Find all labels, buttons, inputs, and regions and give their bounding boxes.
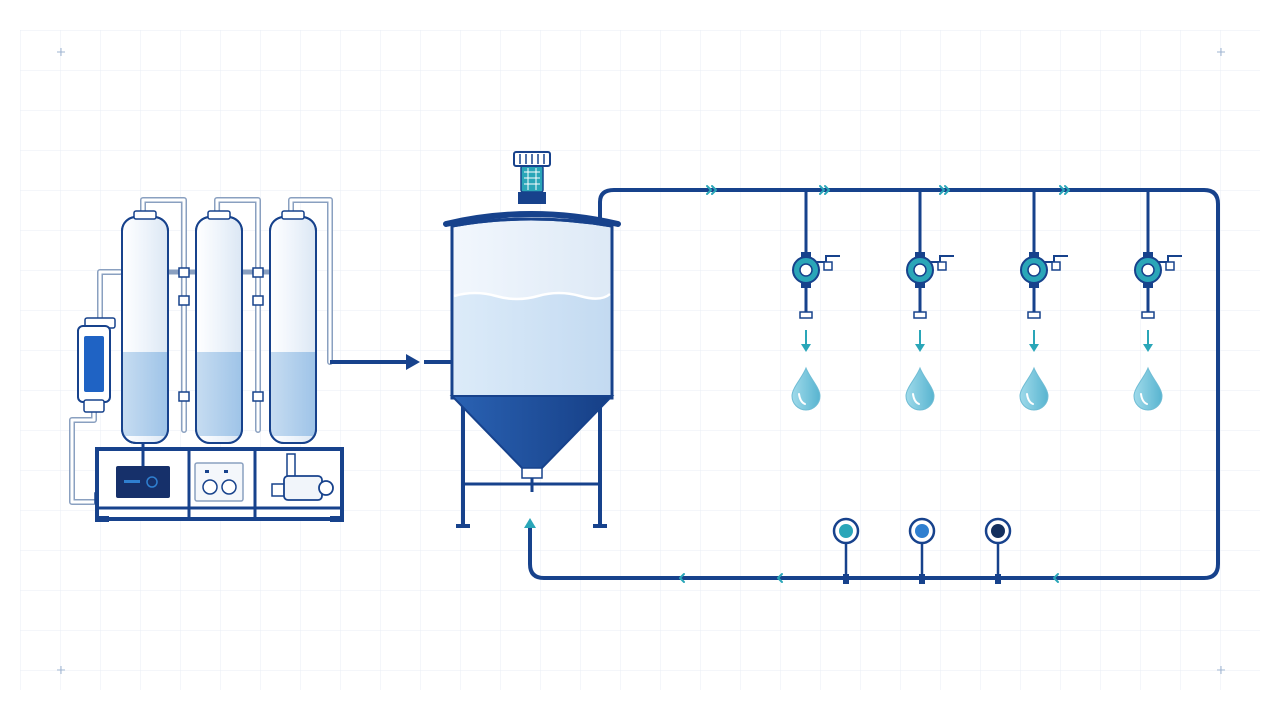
flow-arrows-return xyxy=(679,573,1059,583)
pretreatment-skid xyxy=(69,197,344,522)
gauge-icon xyxy=(908,517,936,584)
dispense-point xyxy=(1019,190,1068,411)
dispense-points xyxy=(791,190,1182,411)
arrow-icon xyxy=(1029,330,1039,352)
arrow-icon xyxy=(915,330,925,352)
arrow-icon xyxy=(706,185,717,195)
dispense-point xyxy=(905,190,954,411)
outlet-nozzle xyxy=(1141,311,1155,319)
dispense-point xyxy=(1133,190,1182,411)
arrow-icon xyxy=(406,354,420,370)
cartridge-filter-icon xyxy=(77,317,116,413)
loop-sensors xyxy=(832,517,1012,584)
outlet-nozzle xyxy=(1027,311,1041,319)
storage-tank xyxy=(443,211,621,528)
valve-icon xyxy=(792,252,840,288)
arrow-icon xyxy=(1053,573,1059,583)
valve-icon xyxy=(1020,252,1068,288)
arrow-icon xyxy=(777,573,783,583)
dispense-point xyxy=(791,190,840,411)
tank-water xyxy=(454,293,610,396)
arrow-icon xyxy=(801,330,811,352)
outlet-nozzle xyxy=(913,311,927,319)
uv-unit-icon xyxy=(513,151,551,204)
arrow-icon xyxy=(679,573,685,583)
arrow-icon xyxy=(939,185,950,195)
filter-column-icon xyxy=(269,210,317,444)
control-panel xyxy=(116,466,170,498)
skid-piping xyxy=(69,197,333,505)
outlet-nozzle xyxy=(799,311,813,319)
feed-line xyxy=(330,354,455,370)
water-drop-icon xyxy=(791,366,821,411)
distribution-loop xyxy=(528,188,1220,580)
arrow-icon xyxy=(819,185,830,195)
water-drop-icon xyxy=(905,366,935,411)
valve-icon xyxy=(1134,252,1182,288)
valve-icon xyxy=(906,252,954,288)
gauge-panel xyxy=(194,462,244,502)
corner-marks xyxy=(57,48,1225,674)
gauge-icon xyxy=(832,517,860,584)
water-drop-icon xyxy=(1133,366,1163,411)
gauge-icon xyxy=(984,517,1012,584)
filter-column-icon xyxy=(121,210,169,444)
water-drop-icon xyxy=(1019,366,1049,411)
filter-column-icon xyxy=(195,210,243,444)
arrow-icon xyxy=(1059,185,1070,195)
arrow-icon xyxy=(1143,330,1153,352)
arrow-icon xyxy=(524,518,536,528)
pump-icon xyxy=(271,453,334,501)
flow-arrows-supply xyxy=(706,185,1070,195)
